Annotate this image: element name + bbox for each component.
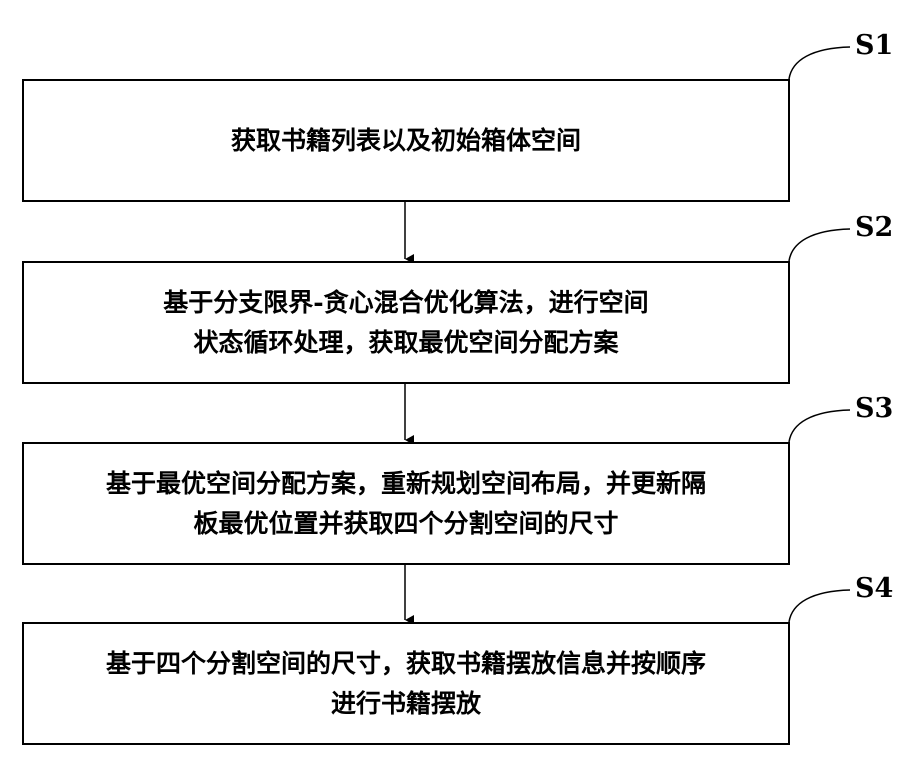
callout-curve-s4 bbox=[789, 590, 850, 622]
step-s2-text-line-1: 基于分支限界-贪心混合优化算法，进行空间 bbox=[163, 283, 648, 323]
step-box-s4: 基于四个分割空间的尺寸，获取书籍摆放信息并按顺序 进行书籍摆放 bbox=[22, 622, 790, 745]
step-s3-text-line-2: 板最优位置并获取四个分割空间的尺寸 bbox=[106, 504, 706, 544]
step-box-s3: 基于最优空间分配方案，重新规划空间布局，并更新隔 板最优位置并获取四个分割空间的… bbox=[22, 442, 790, 565]
step-box-s2: 基于分支限界-贪心混合优化算法，进行空间 状态循环处理，获取最优空间分配方案 bbox=[22, 261, 790, 384]
step-s3-text-line-1: 基于最优空间分配方案，重新规划空间布局，并更新隔 bbox=[106, 464, 706, 504]
callout-curve-s1 bbox=[789, 47, 850, 79]
step-s2-text-line-2: 状态循环处理，获取最优空间分配方案 bbox=[163, 323, 648, 363]
callout-curve-s3 bbox=[789, 410, 850, 442]
step-label-s1: S1 bbox=[855, 30, 893, 61]
step-s4-text-line-2: 进行书籍摆放 bbox=[106, 684, 706, 724]
callout-curve-s2 bbox=[789, 229, 850, 261]
step-label-s3: S3 bbox=[855, 393, 893, 424]
step-s4-text-line-1: 基于四个分割空间的尺寸，获取书籍摆放信息并按顺序 bbox=[106, 644, 706, 684]
step-s1-text-line-1: 获取书籍列表以及初始箱体空间 bbox=[231, 121, 581, 161]
step-box-s1: 获取书籍列表以及初始箱体空间 bbox=[22, 79, 790, 202]
step-label-s4: S4 bbox=[855, 573, 893, 604]
step-label-s2: S2 bbox=[855, 212, 893, 243]
